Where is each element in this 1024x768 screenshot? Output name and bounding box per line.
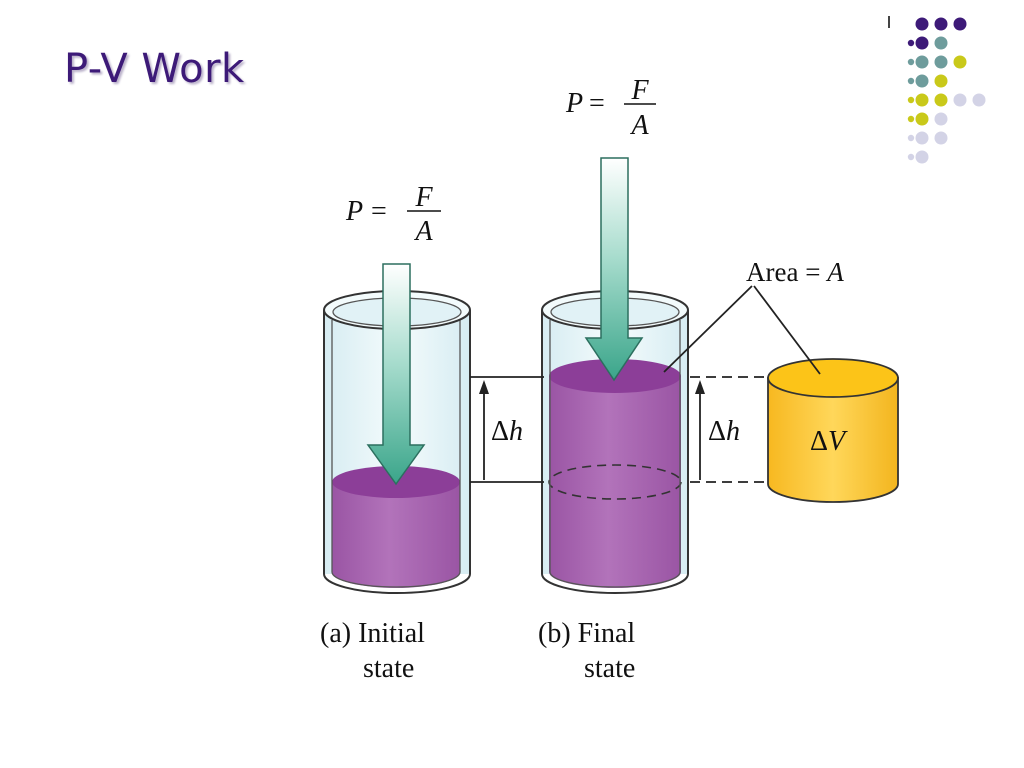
equals-sign: =: [371, 196, 387, 227]
decor-dot: [915, 131, 929, 145]
decor-dot-edge: [907, 39, 915, 47]
decor-dot: [934, 74, 948, 88]
decor-dot: [915, 36, 929, 50]
force-arrow-a: [366, 263, 426, 486]
decor-dot: [934, 93, 948, 107]
decor-dot: [953, 55, 967, 69]
decor-dot-edge: [907, 153, 915, 161]
decor-dot: [934, 36, 948, 50]
decor-dot-edge: [907, 115, 915, 123]
delta-h-label-1: Δh: [491, 416, 523, 447]
decor-dot: [915, 150, 929, 164]
decor-dot: [934, 55, 948, 69]
decor-dot-edge: [907, 134, 915, 142]
decor-dot-edge: [907, 77, 915, 85]
equals-sign: =: [589, 88, 605, 119]
cylinder-b-gas: [549, 376, 681, 588]
decor-dot: [934, 17, 948, 31]
decor-dot: [934, 131, 948, 145]
area-symbol: A: [413, 216, 433, 247]
delta-h-label-2: Δh: [708, 416, 740, 447]
height-markers: [470, 376, 768, 483]
caption-initial-line2: state: [363, 653, 414, 684]
decor-dot: [915, 17, 929, 31]
initial-piston-outline: [548, 464, 682, 500]
decor-dot: [915, 112, 929, 126]
force-symbol: F: [630, 75, 649, 106]
decor-dot: [915, 93, 929, 107]
force-arrow-b: [584, 157, 644, 382]
decor-dot: [953, 17, 967, 31]
area-symbol: A: [629, 110, 649, 141]
slide-title: P-V Work: [64, 46, 245, 92]
area-pointer-lines: [663, 285, 821, 375]
decor-dot: [915, 74, 929, 88]
pressure-symbol: P: [345, 196, 363, 227]
decor-dot: [972, 93, 986, 107]
delta-v-label: ΔV: [810, 426, 848, 457]
pressure-equation-a: P = F A: [345, 182, 441, 247]
caption-initial-line1: (a) Initial: [320, 618, 425, 649]
cylinder-a-gas: [332, 482, 460, 588]
pressure-equation-b: P = F A: [565, 75, 656, 141]
decor-dot: [953, 93, 967, 107]
pressure-symbol: P: [565, 88, 583, 119]
caption-final-line1: (b) Final: [538, 618, 635, 649]
decorative-dot-grid: [907, 17, 986, 164]
decor-dot-edge: [907, 96, 915, 104]
cylinder-initial: [323, 263, 471, 594]
caption-final-line2: state: [584, 653, 635, 684]
slide-number-tick: [888, 16, 890, 28]
decor-dot-edge: [907, 58, 915, 66]
decor-dot: [934, 112, 948, 126]
area-label: Area = A: [746, 257, 844, 287]
cylinder-final: [541, 157, 689, 594]
volume-change-block: [767, 358, 899, 503]
force-symbol: F: [414, 182, 433, 213]
decor-dot: [915, 55, 929, 69]
